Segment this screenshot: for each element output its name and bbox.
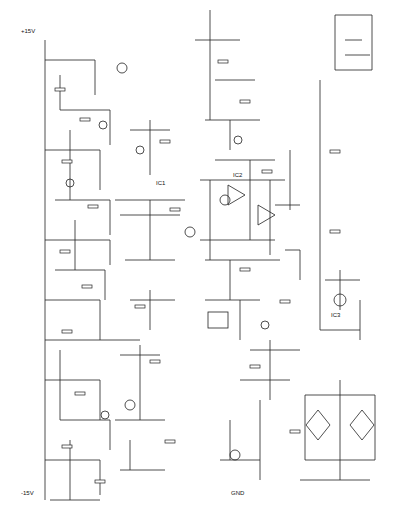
resistor-symbol: [262, 170, 272, 173]
resistor-symbol: [95, 480, 105, 483]
resistor-symbol: [62, 445, 72, 448]
net-label: IC3: [330, 312, 341, 319]
resistor-symbol: [280, 300, 290, 303]
resistor-symbol: [62, 330, 72, 333]
resistor-symbol: [250, 365, 260, 368]
resistor-symbol: [290, 430, 300, 433]
resistor-symbol: [80, 118, 90, 121]
resistor-symbol: [135, 305, 145, 308]
resistor-symbol: [170, 208, 180, 211]
symbols: [66, 63, 374, 460]
net-label: GND: [230, 490, 245, 497]
resistor-symbol: [330, 230, 340, 233]
net-label: +15V: [20, 28, 36, 35]
resistor-symbols: [55, 60, 340, 483]
resistor-symbol: [150, 360, 160, 363]
resistor-symbol: [60, 250, 70, 253]
resistor-symbol: [82, 285, 92, 288]
resistor-symbol: [160, 140, 170, 143]
resistor-symbol: [240, 100, 250, 103]
net-label: IC2: [232, 172, 243, 179]
resistor-symbol: [62, 160, 72, 163]
wires: [45, 10, 375, 500]
resistor-symbol: [75, 392, 85, 395]
net-label: -15V: [20, 490, 35, 497]
net-label: IC1: [155, 180, 166, 187]
resistor-symbol: [218, 60, 228, 63]
resistor-symbol: [55, 88, 65, 91]
resistor-symbol: [88, 205, 98, 208]
resistor-symbol: [240, 268, 250, 271]
resistor-symbol: [330, 150, 340, 153]
resistor-symbol: [165, 440, 175, 443]
